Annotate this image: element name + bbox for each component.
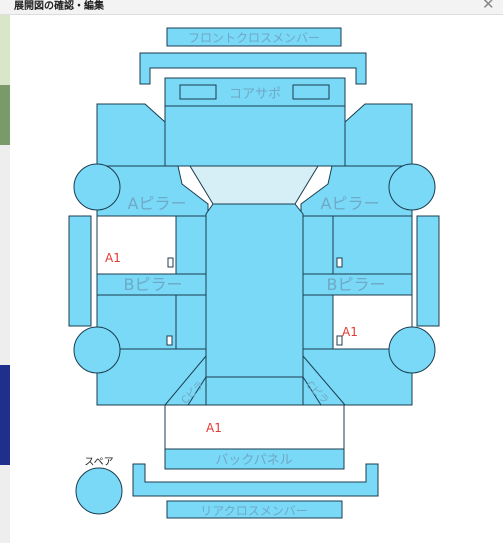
- left-front-wheel[interactable]: [73, 163, 121, 211]
- damage-mark-left-front-door[interactable]: A1: [105, 251, 121, 265]
- back-panel-label: バックパネル: [215, 453, 292, 468]
- background-page-strip: [0, 465, 10, 543]
- background-page-strip: [0, 85, 10, 145]
- windshield-part[interactable]: [189, 165, 319, 205]
- spare-label: スペア: [84, 457, 113, 468]
- b-pillar-right-label: Bピラー: [327, 275, 386, 294]
- left-rear-door-handle: [166, 335, 173, 346]
- rear-cross-member-part[interactable]: [166, 500, 343, 519]
- close-icon[interactable]: ✕: [482, 0, 495, 13]
- right-rear-wheel[interactable]: [388, 326, 436, 374]
- left-front-door-window[interactable]: [96, 215, 177, 275]
- left-front-fender-part[interactable]: [96, 103, 166, 167]
- front-cross-member-label: フロントクロスメンバー: [188, 31, 320, 45]
- dialog-titlebar: 展開図の確認・編集 ✕: [0, 0, 503, 15]
- hood-part[interactable]: [164, 105, 346, 167]
- back-panel-part[interactable]: [164, 448, 345, 470]
- right-side-sill-part[interactable]: [416, 215, 440, 327]
- right-front-door-part[interactable]: [332, 215, 413, 275]
- left-side-sill-part[interactable]: [68, 215, 92, 327]
- left-rear-wheel[interactable]: [73, 326, 121, 374]
- front-cross-member-part[interactable]: [166, 27, 342, 47]
- headlight-left-part[interactable]: [179, 84, 217, 100]
- right-front-fender-part[interactable]: [344, 103, 413, 167]
- front-bumper-part[interactable]: [139, 52, 367, 85]
- background-page-strip: [0, 145, 10, 365]
- a-pillar-right-label: Aピラー: [321, 194, 380, 213]
- roof-part[interactable]: [205, 203, 304, 378]
- left-rear-door-part[interactable]: [96, 294, 177, 350]
- background-page-strip: [0, 365, 10, 465]
- headlight-right-part[interactable]: [292, 84, 330, 100]
- background-page-strip: [0, 15, 10, 85]
- left-front-door-handle: [167, 257, 174, 268]
- rear-window-part[interactable]: [205, 376, 304, 406]
- spare-tire[interactable]: [75, 467, 123, 515]
- right-front-pillar-trim[interactable]: [302, 215, 334, 275]
- right-front-wheel[interactable]: [388, 163, 436, 211]
- left-front-pillar-trim[interactable]: [175, 215, 207, 275]
- core-support-label: コアサポ: [229, 87, 281, 102]
- damage-mark-right-rear-door[interactable]: A1: [342, 325, 358, 339]
- right-rear-pillar-trim[interactable]: [302, 294, 334, 350]
- b-pillar-left-label: Bピラー: [124, 275, 183, 294]
- damage-mark-trunk[interactable]: A1: [206, 421, 222, 435]
- a-pillar-left-label: Aピラー: [128, 194, 187, 213]
- trunk-lid-part[interactable]: [164, 404, 345, 450]
- left-rear-pillar-trim[interactable]: [175, 294, 207, 350]
- right-rear-door-handle: [336, 335, 343, 346]
- dialog-title: 展開図の確認・編集: [14, 1, 104, 12]
- rear-bumper-part[interactable]: [132, 463, 379, 497]
- right-front-door-handle: [336, 257, 343, 268]
- rear-cross-member-label: リアクロスメンバー: [200, 504, 307, 518]
